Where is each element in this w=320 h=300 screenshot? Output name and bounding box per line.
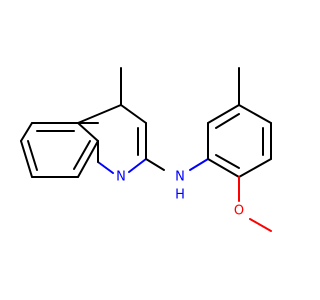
amine-nitrogen-label: N [175,170,185,185]
bond-c8a-c4a [77,140,99,178]
quinoline-benzo-ring [20,122,99,178]
ring-nitrogen-label: N [116,170,126,185]
bond-ar6-ar1 [207,158,240,178]
molecule-structure-diagram: N N H O [20,67,272,232]
bond-c2-n1 [128,158,147,173]
bond-c4-c3 [120,104,147,124]
amine-hydrogen-label: H [175,188,185,203]
methoxy-oxygen-label: O [234,204,244,219]
methoxy-methylphenyl-ring [207,104,272,178]
bond-oxygen-methyl [249,218,272,232]
bond-c4a-c4 [77,104,122,124]
bond-c6-c7 [20,122,33,142]
double-bond-ar-inner-1 [215,113,240,129]
bond-c2-amine [145,158,165,171]
double-bond-inner-2 [27,140,38,171]
bond-ar3-ar4 [238,104,272,124]
bond-c4a-c4a [77,122,99,142]
bond-amine-aryl [189,158,209,171]
double-bond-ar-inner-3 [215,154,240,169]
double-bond-inner-3 [73,140,91,170]
bond-n1-c8a [97,161,114,174]
bond-ar2-ar3 [207,104,240,124]
bond-c7-c8 [20,140,33,178]
quinoline-pyridine-ring [77,104,147,174]
bond-ar5-ar6 [238,158,272,178]
